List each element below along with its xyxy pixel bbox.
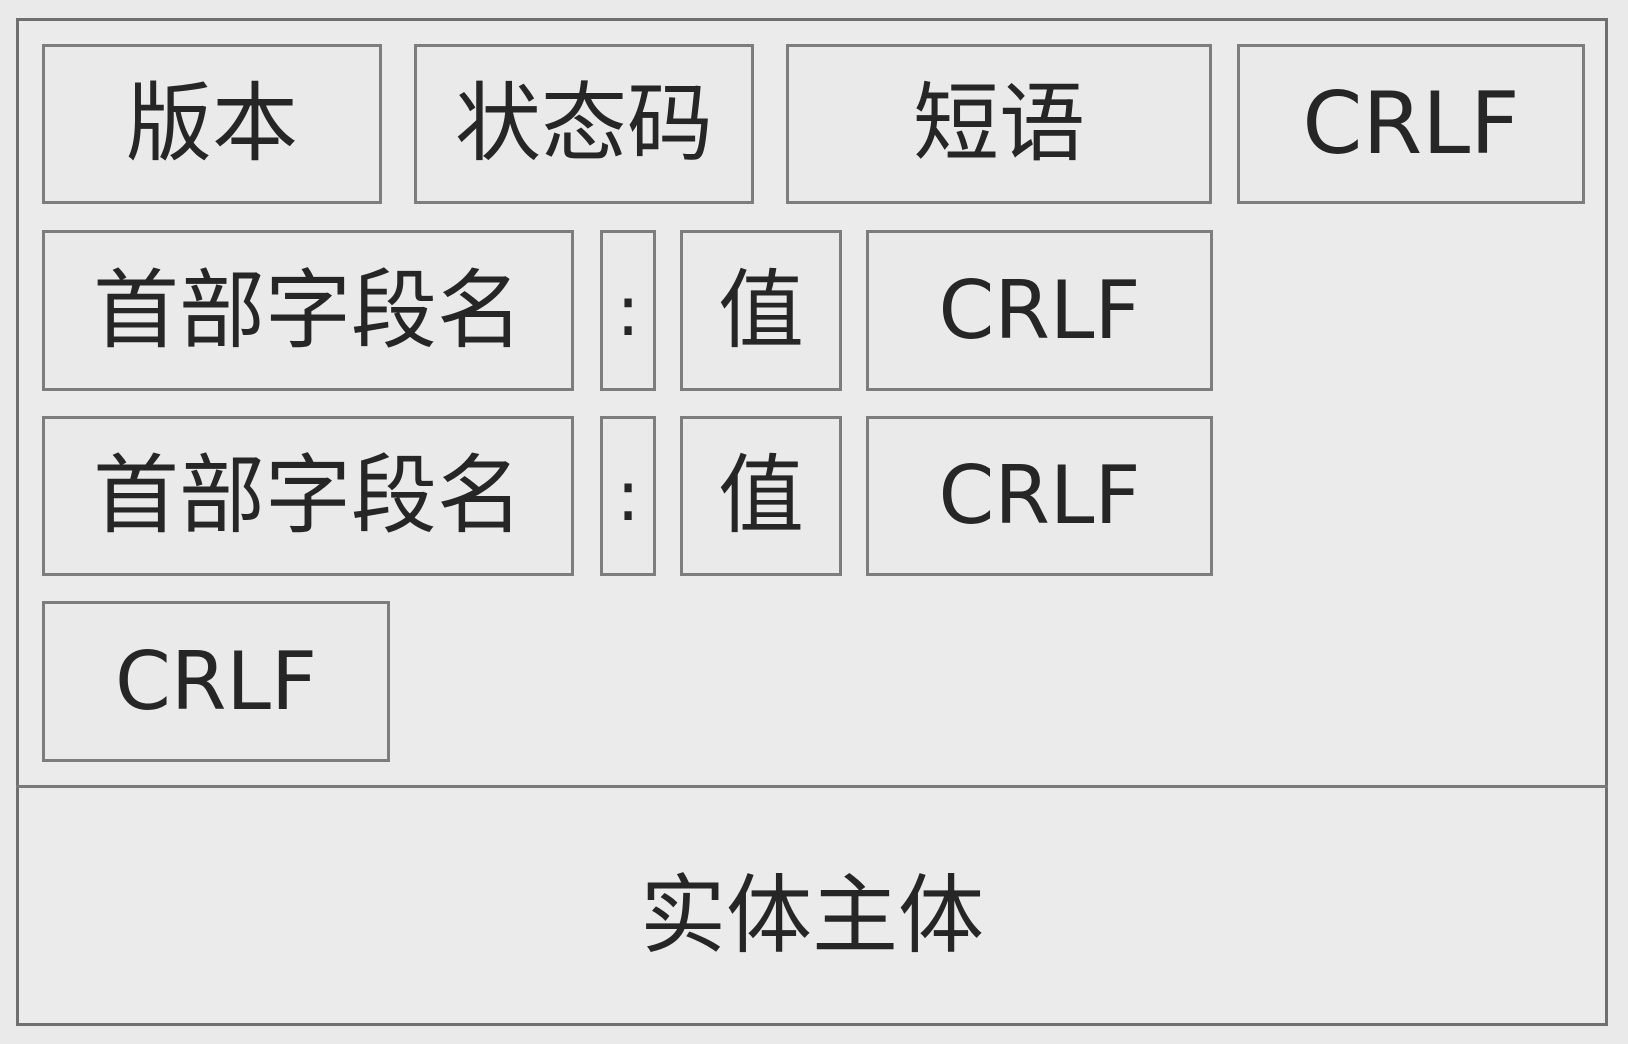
- header-crlf-box: CRLF: [866, 416, 1213, 576]
- phrase-box: 短语: [786, 44, 1212, 204]
- header-body-divider: [16, 785, 1608, 788]
- version-box: 版本: [42, 44, 382, 204]
- status-crlf-box: CRLF: [1237, 44, 1585, 204]
- status-code-box: 状态码: [414, 44, 754, 204]
- blank-line-crlf-box: CRLF: [42, 601, 390, 762]
- header-colon-box: :: [600, 416, 656, 576]
- header-field-name-box: 首部字段名: [42, 416, 574, 576]
- header-value-box: 值: [680, 230, 842, 391]
- header-crlf-box: CRLF: [866, 230, 1213, 391]
- entity-body-label: 实体主体: [640, 865, 984, 966]
- header-value-box: 值: [680, 416, 842, 576]
- header-field-name-box: 首部字段名: [42, 230, 574, 391]
- header-colon-box: :: [600, 230, 656, 391]
